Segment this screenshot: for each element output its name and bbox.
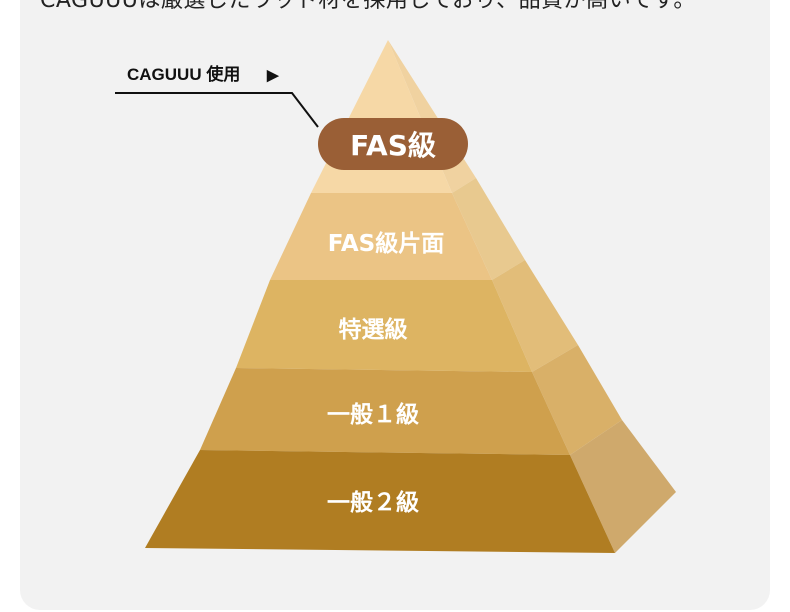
- pyramid-side-tier-2: [452, 178, 525, 280]
- callout-label: CAGUUU 使用: [127, 64, 240, 84]
- tier-label-fas-one-side: FAS級片面: [328, 230, 444, 257]
- pyramid-front-tier-5: [145, 450, 615, 553]
- tier-label-select: 特選級: [339, 316, 408, 343]
- pyramid-front-tier-2: [270, 193, 492, 280]
- tier-label-common-2: 一般２級: [327, 489, 419, 516]
- callout-arrow-icon: ▶: [266, 67, 280, 84]
- tier-label-fas: FAS級: [350, 129, 436, 162]
- intro-text: CAGUUUは厳選したウッド材を採用しており、品質が高いです。: [40, 0, 696, 13]
- pyramid-front-tier-4: [200, 368, 570, 455]
- pyramid-side-tier-5: [570, 420, 676, 553]
- pyramid-side-tier-4: [532, 345, 622, 455]
- highlight-badge: [318, 118, 468, 170]
- pyramid-front-tier-3: [236, 280, 532, 372]
- callout-leader-line: [115, 92, 319, 128]
- tier-label-common-1: 一般１級: [327, 401, 419, 428]
- pyramid-side-tier-3: [492, 260, 578, 372]
